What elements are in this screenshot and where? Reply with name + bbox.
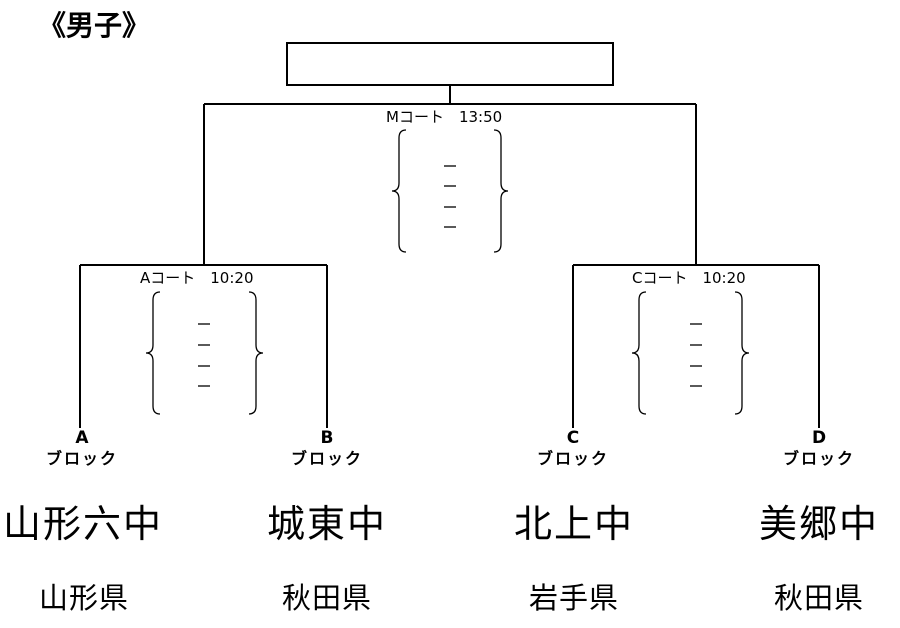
team-a-block-label: ブロック xyxy=(45,449,118,468)
semi-c-lines xyxy=(572,264,820,428)
team-c-block-letter: C xyxy=(566,428,580,448)
semi-a-right-brace xyxy=(248,291,264,415)
semi-a-court-label: Aコート 10:20 xyxy=(140,269,254,287)
final-score-area xyxy=(391,129,509,253)
team-d-prefecture: 秋田県 xyxy=(773,581,864,615)
team-d-school: 美郷中 xyxy=(758,502,879,546)
final-court-label: Mコート 13:50 xyxy=(386,108,503,126)
team-a-prefecture: 山形県 xyxy=(38,581,129,615)
team-b-prefecture: 秋田県 xyxy=(281,581,372,615)
team-b-block-label: ブロック xyxy=(290,449,363,468)
team-c-school: 北上中 xyxy=(513,502,634,546)
team-a-school: 山形六中 xyxy=(2,502,163,546)
final-left-brace xyxy=(391,129,407,253)
final-match-lines xyxy=(203,85,697,265)
semi-c-right-brace xyxy=(734,291,750,415)
semi-a-left-brace xyxy=(145,291,161,415)
semi-a-score-area xyxy=(145,291,264,415)
semi-c-left-brace xyxy=(631,291,647,415)
team-c-prefecture: 岩手県 xyxy=(528,581,619,615)
final-right-brace xyxy=(493,129,509,253)
semi-c-score-dashes xyxy=(690,323,702,387)
semi-c-court-label: Cコート 10:20 xyxy=(632,269,746,287)
team-d-block-label: ブロック xyxy=(782,449,855,468)
team-c-block-label: ブロック xyxy=(536,449,609,468)
team-b-school: 城東中 xyxy=(266,502,387,546)
final-score-dashes xyxy=(444,165,456,228)
winner-box xyxy=(286,42,614,86)
team-b-block-letter: B xyxy=(320,428,334,448)
team-d-block-letter: D xyxy=(811,428,827,448)
semi-a-score-dashes xyxy=(198,323,210,387)
semi-a-lines xyxy=(79,264,328,428)
page-title: 《男子》 xyxy=(38,9,151,42)
semi-c-score-area xyxy=(631,291,750,415)
team-a-block-letter: A xyxy=(75,428,89,448)
